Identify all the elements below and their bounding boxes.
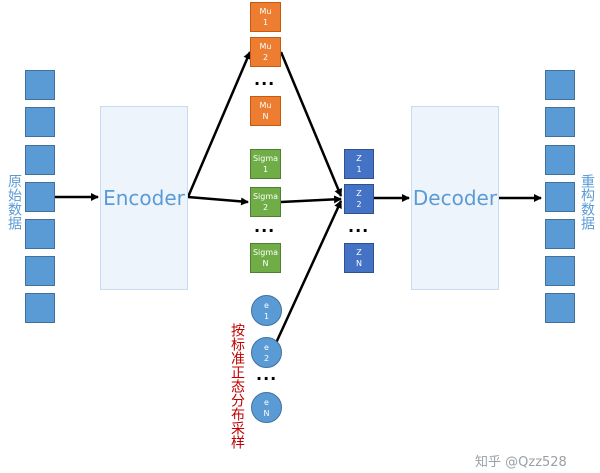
- mu-name: Mu: [259, 7, 272, 16]
- sigma-name: Sigma: [252, 248, 279, 257]
- e-circle-2: e 2: [251, 337, 282, 368]
- z-index: 1: [356, 165, 362, 174]
- output-cell: [545, 256, 575, 286]
- input-cell: [25, 219, 55, 249]
- mu-index: 2: [262, 53, 269, 62]
- encoder-to-sigma-arrow: [187, 195, 249, 206]
- sampling-label: 按标准正态分布采样: [229, 323, 245, 449]
- sigma-name: Sigma: [252, 192, 279, 201]
- encoder-box: Encoder: [100, 106, 188, 290]
- decoder-label: Decoder: [412, 186, 498, 210]
- decoder-box: Decoder: [411, 106, 499, 290]
- encoder-label: Encoder: [103, 186, 185, 210]
- e-index: 1: [263, 311, 270, 321]
- sigma-index: 2: [262, 203, 269, 212]
- output-cell: [545, 182, 575, 212]
- input-label: 原始数据: [6, 174, 22, 230]
- output-cell: [545, 145, 575, 175]
- e-index: N: [263, 408, 270, 418]
- output-cell: [545, 219, 575, 249]
- e-name: e: [264, 397, 269, 407]
- sigma-box-2: Sigma 2: [250, 187, 281, 217]
- sigma-name: Sigma: [252, 154, 279, 163]
- mu-to-z-arrow: [279, 51, 343, 197]
- mu-box-n: Mu N: [250, 96, 281, 126]
- mu-ellipsis: ...: [254, 70, 276, 89]
- input-cell: [25, 293, 55, 323]
- output-cell: [545, 70, 575, 100]
- input-cell: [25, 145, 55, 175]
- mu-box-1: Mu 1: [250, 2, 281, 32]
- e-circle-1: e 1: [251, 295, 282, 326]
- e-circle-n: e N: [251, 392, 282, 423]
- z-box-n: Z N: [344, 243, 374, 273]
- mu-name: Mu: [259, 101, 272, 110]
- z-name: Z: [356, 154, 362, 163]
- e-to-z-arrow: [274, 200, 343, 344]
- z-box-1: Z 1: [344, 149, 374, 179]
- mu-name: Mu: [259, 42, 272, 51]
- output-cell: [545, 293, 575, 323]
- z-index: 2: [356, 200, 362, 209]
- sigma-index: 1: [262, 165, 269, 174]
- sigma-box-1: Sigma 1: [250, 149, 281, 179]
- mu-box-2: Mu 2: [250, 37, 281, 67]
- mu-index: 1: [262, 18, 269, 27]
- sigma-ellipsis: ...: [254, 217, 276, 236]
- sigma-index: N: [262, 259, 269, 268]
- e-name: e: [264, 300, 269, 310]
- output-label: 重构数据: [579, 174, 595, 230]
- z-box-2: Z 2: [344, 184, 374, 214]
- sigma-box-n: Sigma N: [250, 243, 281, 273]
- input-cell: [25, 70, 55, 100]
- z-name: Z: [356, 189, 362, 198]
- e-index: 2: [263, 353, 270, 363]
- watermark: 知乎 @Qzz528: [475, 455, 567, 470]
- input-cell: [25, 256, 55, 286]
- output-cell: [545, 107, 575, 137]
- z-ellipsis: ...: [348, 217, 370, 236]
- z-name: Z: [356, 248, 362, 257]
- e-name: e: [264, 342, 269, 352]
- e-ellipsis: ...: [256, 365, 278, 384]
- mu-index: N: [262, 112, 269, 121]
- input-cell: [25, 182, 55, 212]
- input-cell: [25, 107, 55, 137]
- z-index: N: [356, 259, 362, 268]
- sigma-to-z-arrow: [280, 195, 342, 204]
- encoder-to-mu-arrow: [186, 51, 252, 198]
